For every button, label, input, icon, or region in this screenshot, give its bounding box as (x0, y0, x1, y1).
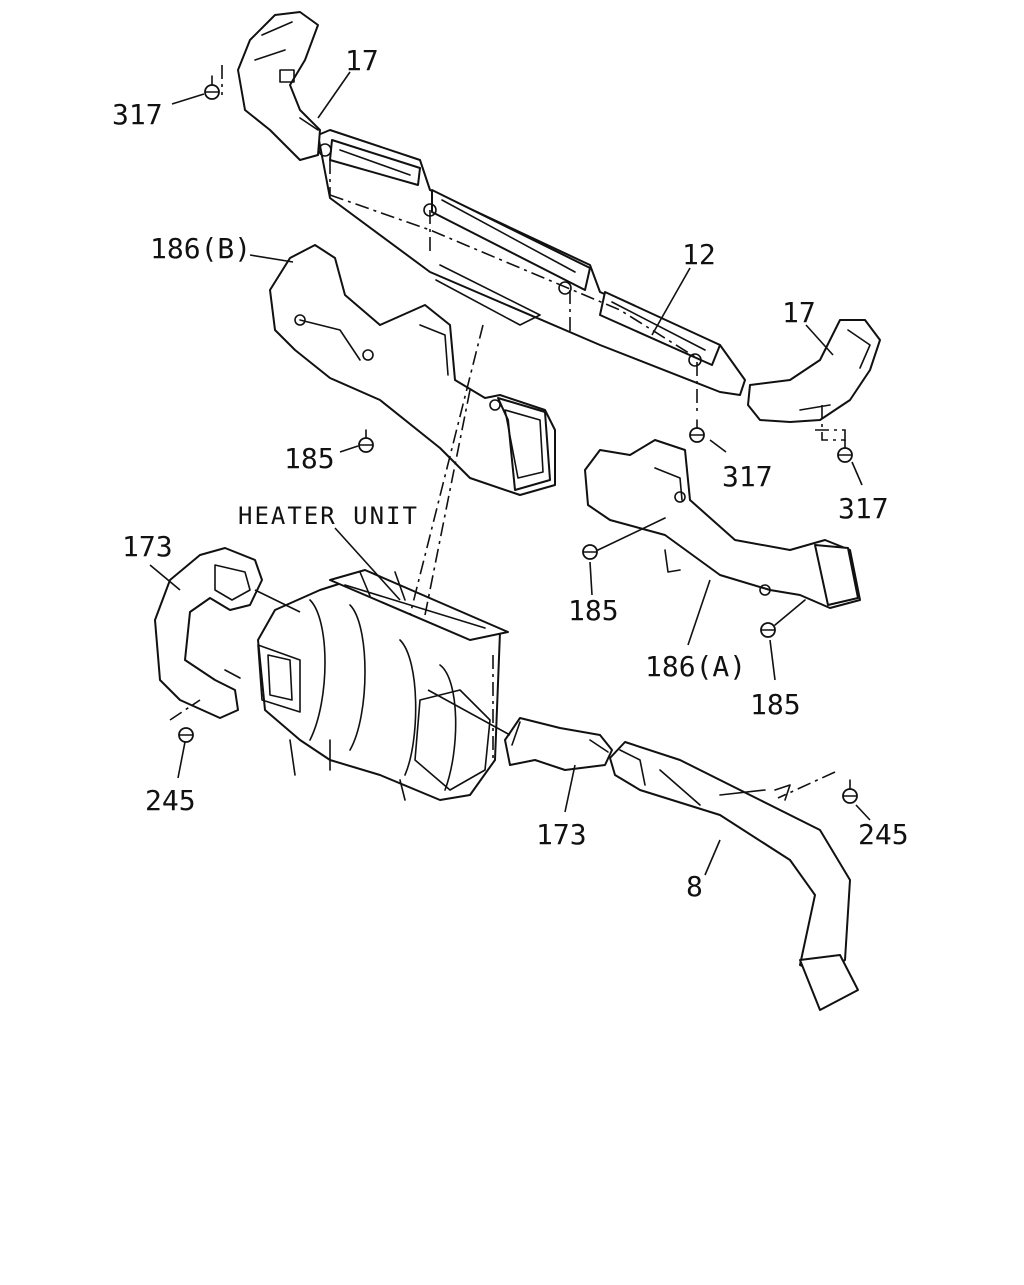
label-185-middle: 185 (568, 594, 619, 627)
callout-labels: 317 17 186(B) 12 17 185 317 317 HEATER U… (112, 44, 909, 903)
label-12: 12 (682, 238, 716, 271)
label-245-left: 245 (145, 784, 196, 817)
label-185-lower: 185 (750, 688, 801, 721)
duct-186a (584, 439, 861, 609)
screw-185-186a-lower (760, 599, 806, 638)
duct-186b (269, 244, 556, 496)
label-185-upper: 185 (284, 442, 335, 475)
label-186a: 186(A) (645, 650, 746, 683)
duct-173-center (504, 717, 613, 771)
label-173-left: 173 (122, 530, 173, 563)
label-17-top: 17 (345, 44, 379, 77)
screw-245-left (178, 727, 194, 743)
screw-245-right (842, 779, 858, 804)
label-317-center: 317 (722, 460, 773, 493)
duct-12 (317, 129, 746, 396)
label-317-top-left: 317 (112, 98, 163, 131)
duct-end-17-right (747, 319, 881, 441)
screw-185-186a-upper (582, 517, 666, 560)
heater-unit (257, 569, 509, 801)
alignment-lines (329, 160, 846, 799)
leader-lines (149, 71, 871, 876)
screw-317-top-left (204, 75, 220, 100)
duct-end-17-left (221, 11, 321, 161)
label-186b: 186(B) (150, 232, 251, 265)
label-317-right: 317 (838, 492, 889, 525)
label-heater-unit: HEATER UNIT (238, 502, 419, 530)
label-17-right: 17 (782, 296, 816, 329)
label-8: 8 (686, 870, 703, 903)
screw-185-186b (358, 429, 374, 453)
duct-173-left (154, 547, 263, 721)
screw-317-right (837, 439, 853, 463)
duct-8 (609, 741, 859, 1011)
screw-317-center (689, 419, 705, 443)
label-173-center: 173 (536, 818, 587, 851)
label-245-right: 245 (858, 818, 909, 851)
